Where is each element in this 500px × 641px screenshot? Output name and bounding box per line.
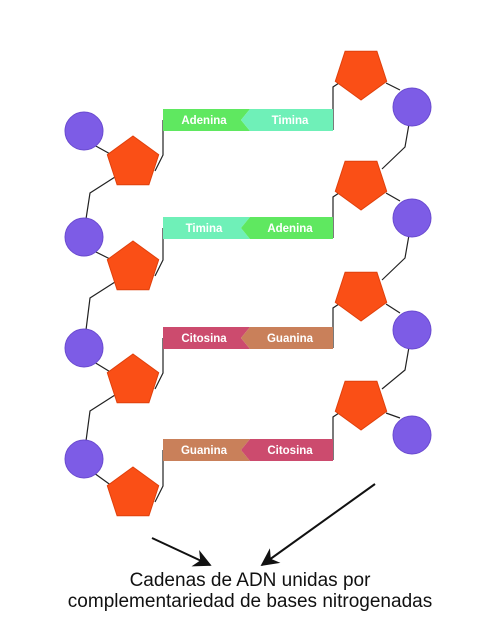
base-label-right: Citosina [267,445,313,457]
arrow-right [260,483,376,567]
phosphate-circle-left [64,111,104,151]
base-adenina-left [163,109,250,131]
right-sugar-to-base-link [332,410,343,460]
base-citosina-right [241,439,333,461]
base-label-left: Adenina [181,115,227,127]
caption-line-2: complementariedad de bases nitrogenadas [67,591,433,612]
left-backbone-link [85,281,116,331]
right-backbone-link [381,123,410,170]
base-citosina-left [163,327,250,349]
base-pair: Timina Adenina [163,217,333,239]
left-phosphodiester-bond [93,472,113,487]
base-label-left: Citosina [181,333,227,345]
right-sugar-to-base-link [332,80,343,130]
base-pair: Guanina Citosina [163,439,333,461]
nucleotides [64,50,432,517]
sugar-pentagon-right [334,50,388,101]
right-phosphodiester-bond [385,82,401,91]
sugar-pentagon-right [334,160,388,211]
base-label-left: Guanina [181,445,228,457]
sugar-pentagon-left [106,135,160,186]
base-label-right: Timina [272,115,309,127]
sugar-pentagon-left [106,466,160,517]
left-backbone-link [85,176,116,220]
phosphate-circle-left [64,328,104,368]
right-sugar-to-base-link [332,301,343,348]
arrow-left [151,537,212,567]
base-label-right: Guanina [267,333,314,345]
base-guanina-left [163,439,250,461]
right-phosphodiester-bond [385,303,401,314]
sugar-pentagon-left [106,240,160,291]
caption-line-1: Cadenas de ADN unidas por [129,570,371,591]
sugar-pentagon-right [334,271,388,322]
base-pair: Adenina Timina [163,109,333,131]
right-phosphodiester-bond [385,412,401,419]
right-sugar-to-base-link [332,190,343,238]
sugar-pentagon-left [106,353,160,404]
phosphate-circle-left [64,217,104,257]
left-backbone-link [85,394,116,442]
phosphate-circle-left [64,439,104,479]
right-backbone-link [381,346,410,390]
sugar-pentagon-right [334,380,388,431]
left-sugar-to-base-link [154,338,164,390]
left-sugar-to-base-link [154,120,164,172]
base-adenina-right [241,217,333,239]
phosphate-circle-right [392,415,432,455]
base-timina-right [241,109,333,131]
phosphate-circle-right [392,87,432,127]
base-guanina-right [241,327,333,349]
base-label-left: Timina [186,223,223,235]
left-sugar-to-base-link [154,450,164,503]
phosphate-circle-right [392,198,432,238]
phosphate-circle-right [392,310,432,350]
base-pair: Citosina Guanina [163,327,333,349]
base-label-right: Adenina [267,223,313,235]
base-timina-left [163,217,250,239]
right-phosphodiester-bond [385,192,401,202]
caption: Cadenas de ADN unidas por complementarie… [0,570,500,612]
right-backbone-link [381,234,410,281]
